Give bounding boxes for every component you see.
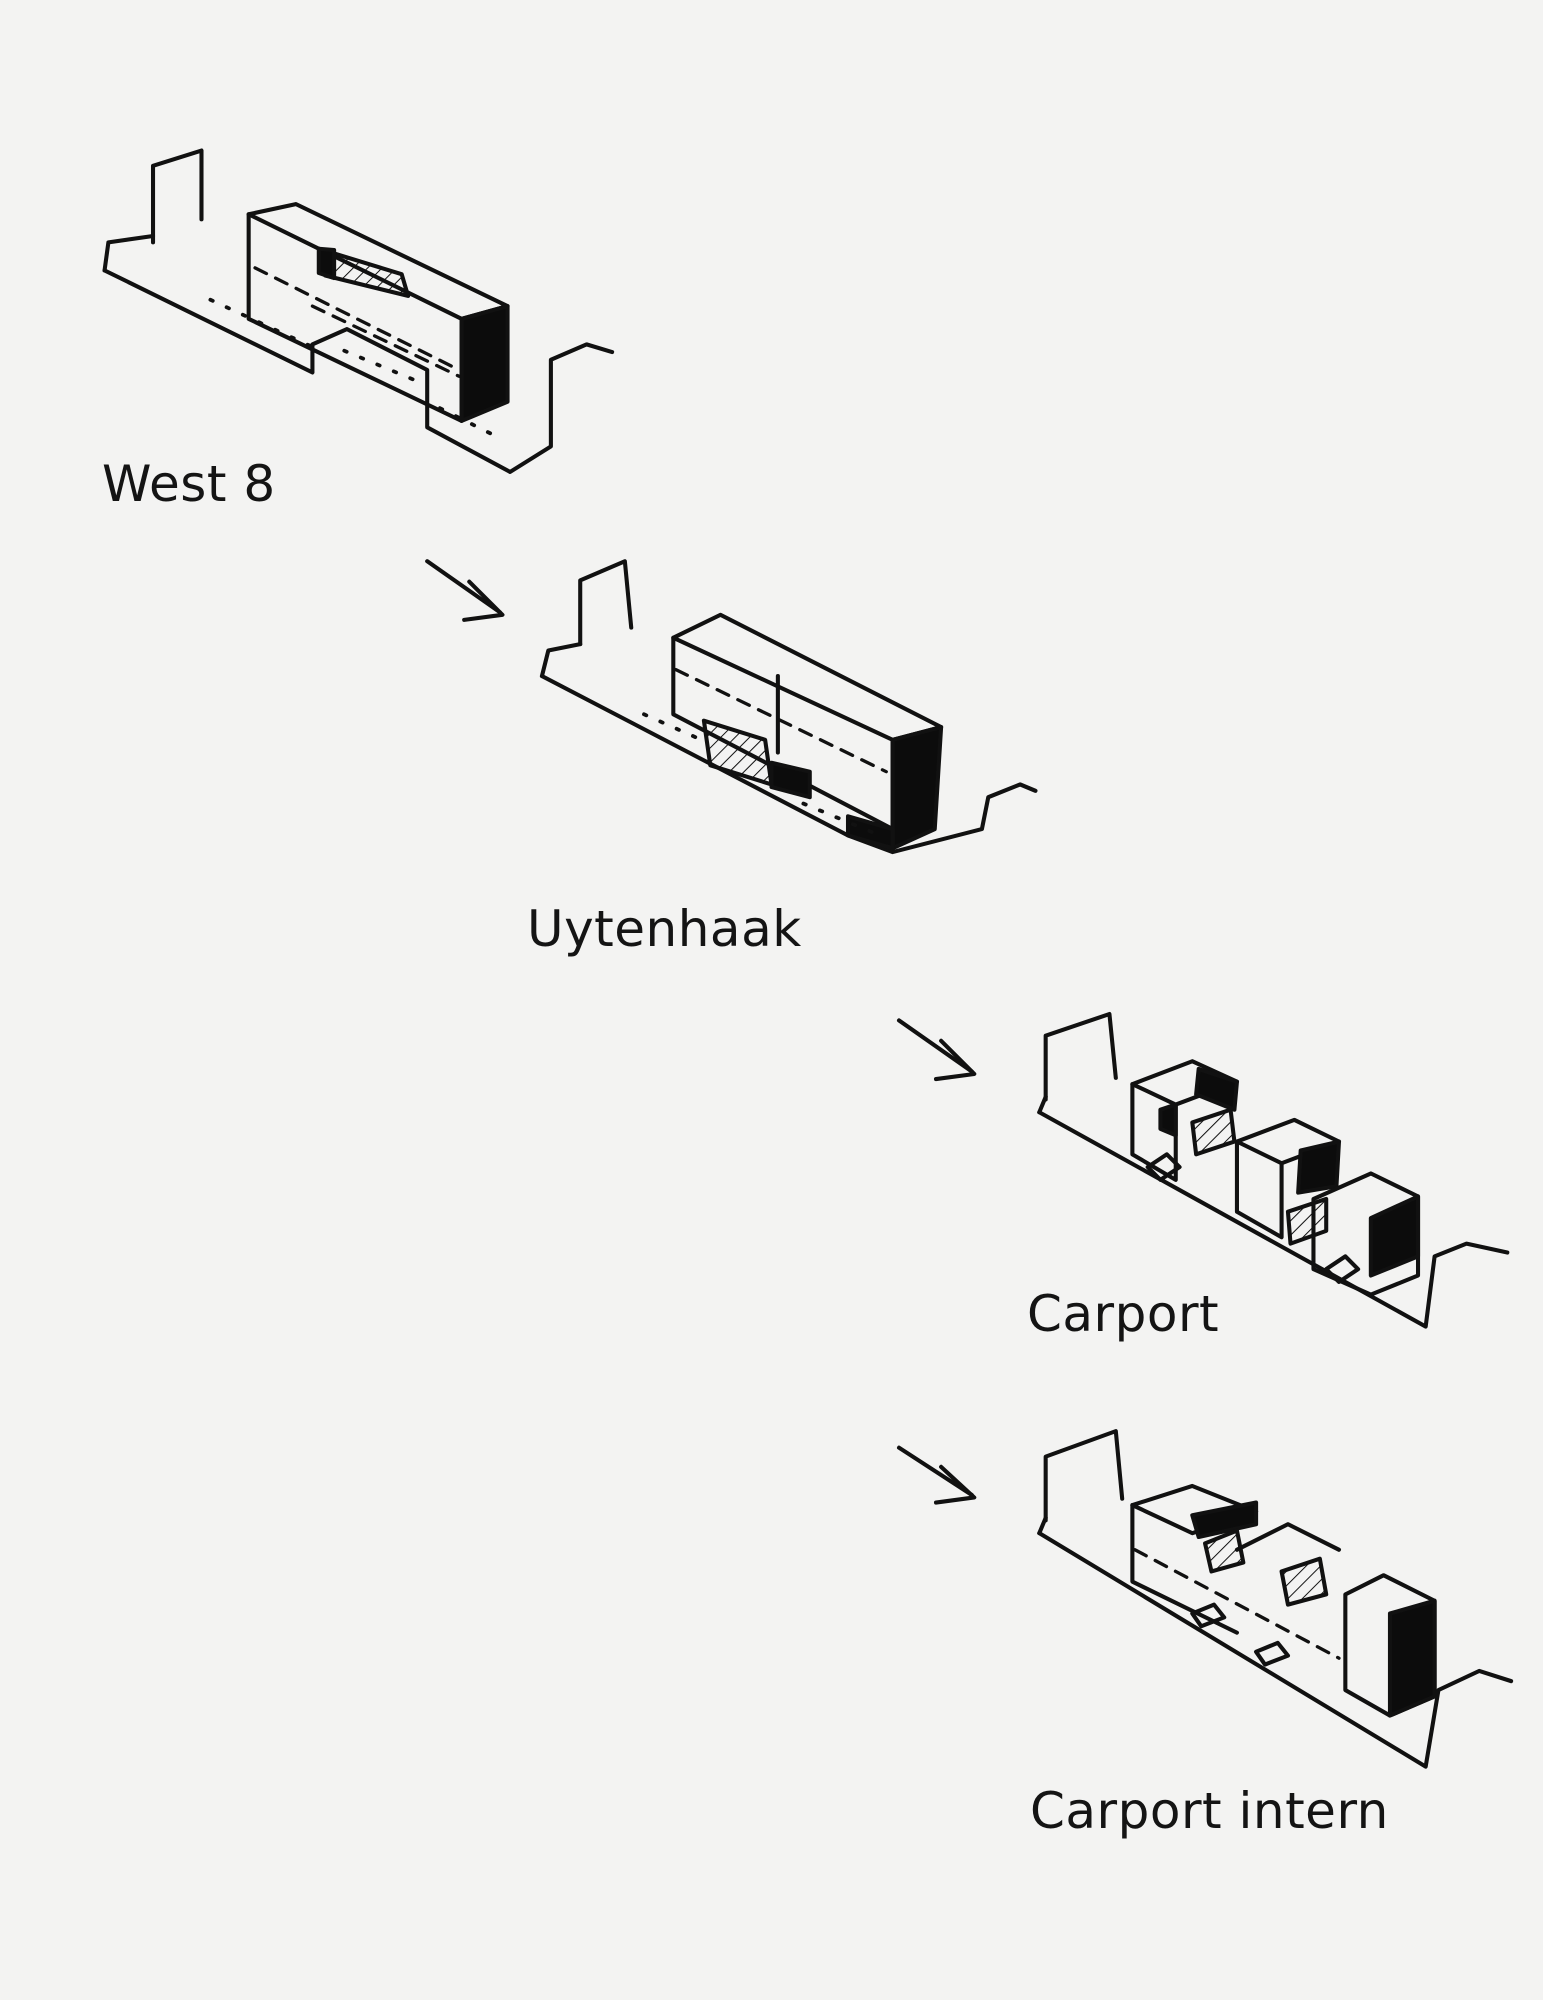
label-uytenhaak: Uytenhaak: [527, 900, 802, 958]
arrow-icon: [896, 1018, 977, 1082]
sketch-west-8: [102, 148, 615, 474]
label-carport-intern: Carport intern: [1030, 1782, 1389, 1840]
label-west-8: West 8: [102, 455, 276, 513]
arrow-icon: [896, 1445, 977, 1505]
sketch-carport: [1037, 1011, 1510, 1329]
sketch-carport-intern: [1037, 1429, 1514, 1769]
sketch-uytenhaak: [539, 559, 1038, 855]
label-carport: Carport: [1027, 1285, 1220, 1343]
arrow-icon: [425, 559, 505, 622]
